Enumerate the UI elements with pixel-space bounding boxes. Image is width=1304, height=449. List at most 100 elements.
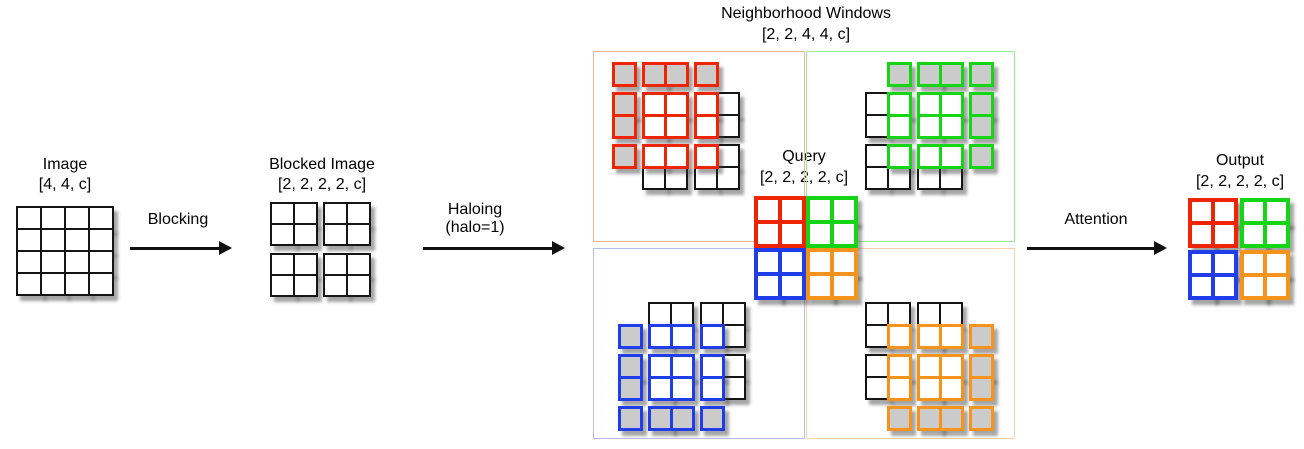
image-cell [16, 250, 42, 274]
window-cell-bottom-right [917, 324, 942, 349]
arrowhead-icon [1154, 241, 1167, 255]
outside-cell-bottom-left [648, 302, 672, 326]
halo-pad-cell-bottom-right [969, 406, 994, 431]
window-cell-bottom-left [700, 376, 725, 401]
halo-pad-cell-bottom-right [969, 376, 994, 401]
window-cell-top-left [694, 114, 719, 139]
window-box-bottom-right [806, 248, 1015, 439]
halo-pad-cell-bottom-right [939, 406, 964, 431]
outside-cell-top-left [716, 144, 740, 168]
halo-pad-cell-top-right [969, 144, 994, 169]
image-cell [88, 250, 114, 274]
outside-cell-top-right [865, 144, 889, 168]
image-label: Image [42, 156, 88, 173]
window-cell-bottom-left [700, 324, 725, 349]
window-cell-top-right [939, 114, 964, 139]
halo-pad-cell-top-right [969, 92, 994, 117]
window-cell-bottom-left [670, 354, 695, 379]
window-cell-top-right [917, 114, 942, 139]
window-cell-top-left [694, 92, 719, 117]
outside-cell-bottom-right [939, 302, 963, 326]
haloing-arrow-label-line1: Haloing [447, 201, 503, 218]
blocked-image-label: Blocked Image [269, 156, 375, 173]
blocked-image-cell [323, 202, 348, 225]
output-block-cell-orange [1263, 250, 1290, 277]
output-shape: [2, 2, 2, 2, c] [1195, 173, 1285, 190]
blocked-image-cell [270, 274, 295, 297]
image-cell [16, 272, 42, 296]
blocked-image-cell [293, 223, 318, 246]
neighborhood-windows-shape: [2, 2, 4, 4, c] [761, 26, 851, 43]
halo-pad-cell-bottom-left [700, 406, 725, 431]
outside-cell-top-left [642, 166, 666, 190]
outside-cell-bottom-right [865, 324, 889, 348]
image-cell [64, 206, 90, 230]
output-block-cell-orange [1263, 273, 1290, 300]
window-cell-top-left [664, 144, 689, 169]
query-block-cell-green [830, 220, 858, 248]
outside-cell-top-left [664, 166, 688, 190]
output-block-cell-red [1211, 221, 1238, 248]
outside-cell-top-right [865, 92, 889, 116]
window-cell-bottom-right [939, 376, 964, 401]
query-block-cell-orange [830, 272, 858, 300]
blocked-image-cell [323, 274, 348, 297]
outside-cell-top-left [716, 92, 740, 116]
blocked-image-cell [270, 253, 295, 276]
image-cell [16, 228, 42, 252]
neighborhood-windows-title: Neighborhood Windows [721, 5, 891, 22]
haloing-arrow [423, 241, 565, 255]
blocked-image-cell [270, 223, 295, 246]
query-block-cell-orange [806, 272, 834, 300]
window-cell-top-right [887, 144, 912, 169]
halo-pad-cell-bottom-right [969, 324, 994, 349]
outside-cell-bottom-right [917, 302, 941, 326]
image-cell [88, 272, 114, 296]
image-cell [64, 228, 90, 252]
window-box-top-left [593, 51, 805, 242]
window-cell-bottom-right [887, 324, 912, 349]
blocked-image-cell [323, 223, 348, 246]
outside-cell-bottom-left [722, 302, 746, 326]
outside-cell-top-left [694, 166, 718, 190]
output-block-cell-green [1263, 221, 1290, 248]
window-cell-top-left [664, 114, 689, 139]
query-block-cell-blue [778, 272, 806, 300]
halo-pad-cell-top-left [664, 62, 689, 87]
halo-pad-cell-top-right [917, 62, 942, 87]
outside-cell-bottom-left [722, 324, 746, 348]
window-cell-bottom-left [648, 376, 673, 401]
haloing-arrow-label-line2: (halo=1) [445, 219, 505, 237]
outside-cell-top-right [939, 166, 963, 190]
window-box-bottom-left [593, 248, 805, 439]
image-cell [40, 228, 66, 252]
outside-cell-bottom-right [887, 302, 911, 326]
halo-pad-cell-top-left [694, 62, 719, 87]
image-cell [88, 228, 114, 252]
query-block-cell-red [778, 220, 806, 248]
query-shape: [2, 2, 2, 2, c] [759, 169, 849, 186]
outside-cell-top-left [716, 114, 740, 138]
window-cell-bottom-right [939, 324, 964, 349]
halo-pad-cell-top-left [612, 62, 637, 87]
halo-pad-cell-bottom-right [887, 406, 912, 431]
blocked-image-cell [346, 202, 371, 225]
window-cell-top-left [694, 144, 719, 169]
halo-pad-cell-top-left [612, 144, 637, 169]
attention-arrow [1027, 241, 1167, 255]
image-cell [40, 206, 66, 230]
arrow-shaft [1027, 247, 1157, 250]
blocking-arrow [130, 241, 232, 255]
outside-cell-top-right [887, 166, 911, 190]
outside-cell-bottom-left [722, 376, 746, 400]
arrowhead-icon [552, 241, 565, 255]
blocked-image-cell [346, 253, 371, 276]
window-cell-top-left [664, 92, 689, 117]
blocked-image-cell [346, 274, 371, 297]
window-cell-bottom-right [887, 376, 912, 401]
blocked-image-shape: [2, 2, 2, 2, c] [277, 176, 367, 193]
halo-pad-cell-bottom-left [618, 406, 643, 431]
blocking-arrow-label: Blocking [147, 211, 209, 228]
image-cell [40, 250, 66, 274]
